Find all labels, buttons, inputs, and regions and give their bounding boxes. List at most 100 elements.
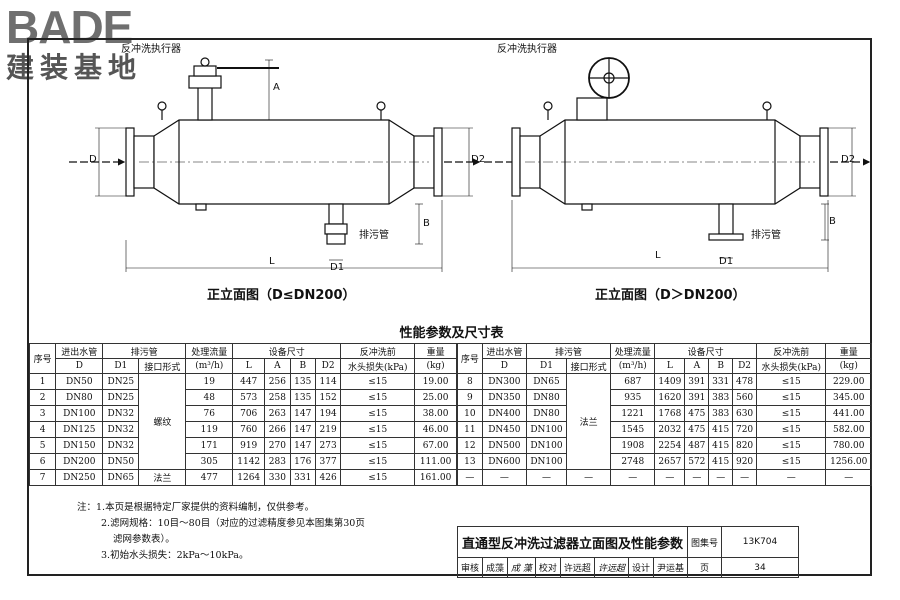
th-b: B [289,358,316,374]
table-cell: 2254 [654,437,686,454]
table-cell: 11 [457,421,483,438]
th-l-r: L [654,358,686,374]
table-cell: 919 [232,437,266,454]
th-weight-unit-r: (kg) [825,358,872,374]
table-cell: DN80 [525,405,568,422]
table-cell: ≤15 [340,437,416,454]
table-cell: 478 [732,373,758,390]
table-cell: 12 [457,437,483,454]
table-cell: DN350 [481,389,527,406]
table-cell: 441.00 [825,405,872,422]
th-weight-unit: (kg) [414,358,457,374]
table-cell: — [708,469,734,486]
table-cell: — [525,469,568,486]
table-cell: ≤15 [756,453,827,470]
table-cell: ≤15 [756,389,827,406]
th-loss-r: 反冲洗前 [756,343,827,359]
table-cell: 415 [708,437,734,454]
table-cell: 920 [732,453,758,470]
th-no-r: 序号 [457,343,483,374]
table-cell: — [654,469,686,486]
table-cell: 572 [684,453,710,470]
table-cell: DN25 [102,373,140,390]
table-cell: 1264 [232,469,266,486]
table-cell: ≤15 [340,373,416,390]
th-flow-r: 处理流量 [610,343,656,359]
drawing-title: 直通型反冲洗过滤器立面图及性能参数 [457,526,688,558]
checker-signature: 许远超 [593,557,629,578]
th-drain: 排污管 [102,343,187,359]
dim-label-b-right: B [829,216,836,227]
table-title: 性能参数及尺寸表 [399,326,504,341]
th-loss-sub: 水头损失(kPa) [340,358,416,374]
table-cell: ≤15 [340,469,416,486]
table-cell: DN150 [55,437,104,454]
th-inlet: 进出水管 [55,343,104,359]
table-cell: 法兰 [566,373,612,470]
table-cell: 415 [708,421,734,438]
drain-label-right: 排污管 [751,230,781,241]
reviewer-signature: 成 藻 [507,557,536,578]
table-cell: 780.00 [825,437,872,454]
table-cell: 2 [28,389,57,406]
table-cell: — [457,469,483,486]
table-cell: 573 [232,389,266,406]
table-cell: 330 [264,469,291,486]
table-cell: 171 [185,437,234,454]
table-cell: 487 [684,437,710,454]
th-loss-sub-r: 水头损失(kPa) [756,358,827,374]
table-row: ——————————— [457,469,872,486]
caption-left: 正立面图（D≤DN200） [207,288,356,303]
dim-label-d1-right: D1 [719,256,734,267]
table-cell: 135 [289,389,316,406]
review-label: 审核 [456,557,484,578]
dim-label-d1-left: D1 [330,262,345,273]
th-flow-unit-r: (m³/h) [610,358,656,374]
table-cell: 391 [684,389,710,406]
table-cell: 38.00 [414,405,457,422]
table-cell: 法兰 [138,469,187,486]
dim-label-d2-left: D2 [471,154,486,165]
table-cell: 1768 [654,405,686,422]
spec-table-left: 序号 进出水管 排污管 处理流量 设备尺寸 反冲洗前 重量 D D1 接口形式 … [28,343,457,486]
th-weight-r: 重量 [825,343,872,359]
table-cell: 229.00 [825,373,872,390]
note-line: 注：1.本页是根据特定厂家提供的资料编制，仅供参考。 [77,502,315,513]
note-line: 滤网参数表）。 [113,534,175,545]
dim-label-a: A [273,82,280,93]
th-weight: 重量 [414,343,457,359]
table-cell: 48 [185,389,234,406]
table-cell: DN200 [55,453,104,470]
table-cell: DN65 [525,373,568,390]
table-cell: 263 [264,405,291,422]
dim-label-b-left: B [423,218,430,229]
table-cell: 147 [289,405,316,422]
note-line: 2.滤网规格：10目～80目（对应的过滤精度参见本图集第30页 [101,518,365,529]
table-cell: 119 [185,421,234,438]
table-cell: 2657 [654,453,686,470]
design-label: 设计 [627,557,654,578]
table-cell: 1142 [232,453,266,470]
table-cell: DN80 [55,389,104,406]
drain-label-left: 排污管 [359,230,389,241]
table-cell: 305 [185,453,234,470]
table-cell: 4 [28,421,57,438]
table-cell: DN100 [525,421,568,438]
table-cell: 1620 [654,389,686,406]
table-cell: — [481,469,527,486]
table-cell: 630 [732,405,758,422]
table-cell: DN450 [481,421,527,438]
table-cell: — [684,469,710,486]
table-cell: DN400 [481,405,527,422]
table-cell: 331 [289,469,316,486]
left-filter-body [69,57,481,245]
th-dims-r: 设备尺寸 [654,343,758,359]
page-number: 34 [721,557,799,578]
th-dims: 设备尺寸 [232,343,342,359]
th-flow: 处理流量 [185,343,234,359]
